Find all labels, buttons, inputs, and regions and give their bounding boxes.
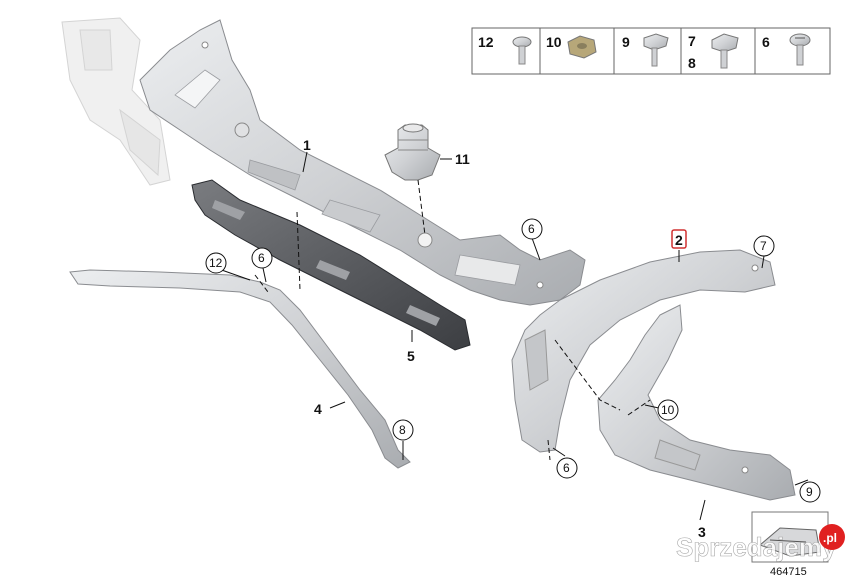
circle-callout-9: 9	[799, 481, 821, 503]
circle-callout-6-top: 6	[521, 218, 543, 240]
svg-text:.pl: .pl	[823, 531, 837, 545]
callout-5-label: 5	[407, 348, 415, 364]
circle-callout-6-left: 6	[251, 247, 273, 269]
circle-callout-12: 12	[205, 252, 227, 274]
right-bracket-part	[511, 249, 776, 453]
legend-label-10: 10	[546, 34, 562, 50]
callout-3-label: 3	[698, 524, 706, 540]
assembly-lines	[254, 179, 651, 461]
ghost-frame-part	[61, 17, 171, 186]
air-guide-part	[191, 179, 471, 351]
bolt-9-icon	[643, 33, 669, 67]
legend-label-6: 6	[762, 34, 770, 50]
circle-callout-7: 7	[753, 235, 775, 257]
legend-label-7: 7	[688, 33, 696, 49]
callout-4-label: 4	[314, 401, 322, 417]
svg-text:12: 12	[209, 256, 223, 270]
svg-text:6: 6	[528, 222, 535, 236]
svg-text:7: 7	[760, 239, 767, 253]
mount-bushing-part	[384, 123, 441, 181]
callout-1-label: 1	[303, 137, 311, 153]
callout-11-label: 11	[455, 151, 470, 167]
watermark-badge: .pl	[819, 524, 845, 550]
circle-callout-6-bottom: 6	[556, 457, 578, 479]
upper-carrier-part	[139, 19, 586, 306]
svg-text:8: 8	[399, 423, 406, 437]
legend-label-8: 8	[688, 55, 696, 71]
svg-text:9: 9	[806, 485, 813, 499]
svg-text:10: 10	[661, 403, 675, 417]
strut-part	[69, 269, 411, 469]
callout-2-highlighted: 2	[671, 229, 687, 249]
lower-bracket-part	[597, 304, 796, 501]
screw-6-icon	[789, 33, 811, 66]
watermark: Sprzedajemy .pl	[676, 524, 845, 562]
fastener-legend: 12 10 9 7 8 6	[471, 27, 831, 75]
screw-12-icon	[512, 36, 532, 65]
bolt-7-8-icon	[711, 33, 739, 69]
svg-text:2: 2	[675, 232, 683, 248]
circle-callout-8: 8	[392, 419, 414, 441]
svg-text:Sprzedajemy: Sprzedajemy	[676, 532, 837, 562]
diagram-number: 464715	[770, 566, 807, 578]
svg-text:6: 6	[258, 251, 265, 265]
nut-10-icon	[567, 35, 597, 59]
legend-label-12: 12	[478, 34, 494, 50]
legend-label-9: 9	[622, 34, 630, 50]
circle-callout-10: 10	[657, 399, 679, 421]
svg-text:6: 6	[563, 461, 570, 475]
